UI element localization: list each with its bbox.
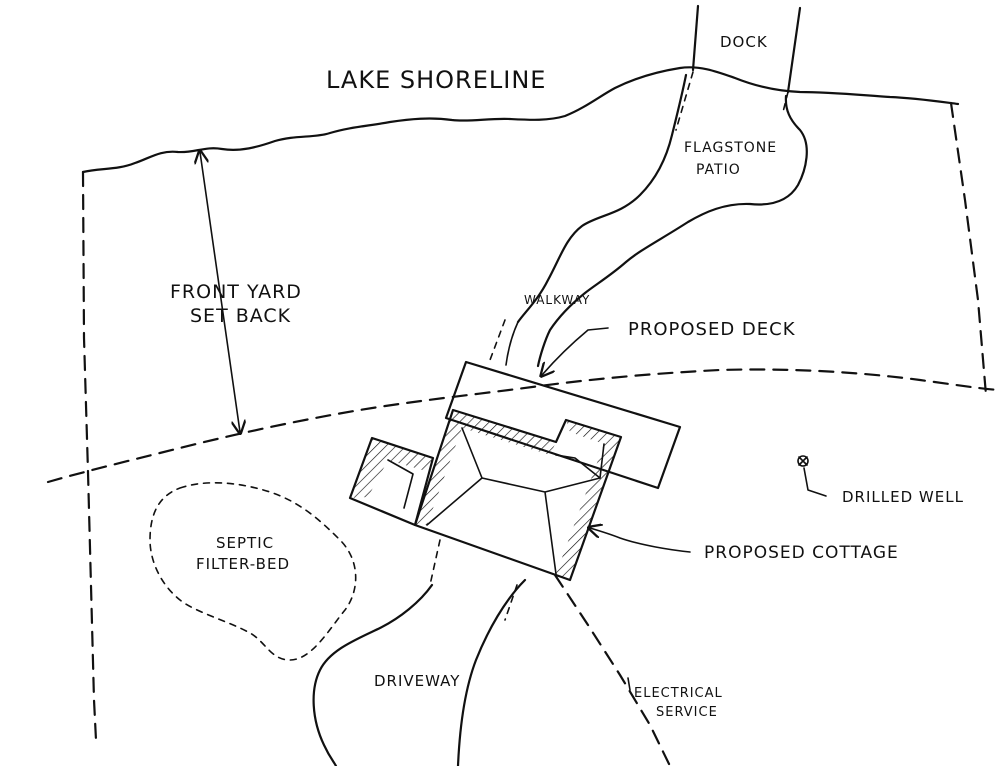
front-yard-label: FRONT YARD (170, 281, 302, 303)
drilled-well-label: DRILLED WELL (842, 488, 964, 506)
drilled-well (797, 455, 809, 467)
driveway-centre-dash (504, 584, 518, 621)
cottage-roof-lines (387, 427, 605, 575)
driveway-label: DRIVEWAY (374, 672, 460, 690)
proposed-deck (444, 360, 682, 490)
septic-label: SEPTIC (216, 534, 274, 552)
dock-edge (786, 6, 802, 94)
set-back-label: SET BACK (190, 305, 291, 327)
electrical-label: ELECTRICAL (634, 686, 723, 701)
driveway-edge (456, 578, 527, 766)
patio-label: PATIO (696, 162, 741, 178)
septic-filter-bed (149, 481, 357, 661)
cottage-eave-hatch-left (415, 410, 462, 525)
cottage-eave-hatch-right (556, 420, 621, 580)
dock (691, 4, 700, 72)
dock-label: DOCK (720, 33, 768, 51)
filter-bed-label: FILTER-BED (196, 555, 290, 573)
setback-line (46, 368, 1000, 484)
property-line-left (81, 170, 98, 742)
proposed-deck-leader (542, 327, 609, 375)
proposed-cottage-leader (590, 528, 691, 553)
driveway (312, 583, 434, 766)
flagstone-patio (516, 73, 688, 324)
service-label: SERVICE (656, 705, 718, 720)
setback-arrow (200, 152, 240, 432)
electrical-leader (627, 677, 631, 691)
walkway-dashed-upper (675, 71, 694, 131)
wing-hatch (350, 438, 433, 498)
patio-right-edge (536, 94, 808, 368)
proposed-cottage-label: PROPOSED COTTAGE (704, 543, 899, 563)
driveway-left-dash (429, 539, 441, 586)
proposed-deck-label: PROPOSED DECK (628, 319, 796, 340)
walkway-label: WALKWAY (524, 293, 590, 307)
electrical-service-line (553, 573, 672, 766)
cottage-eave-hatch (453, 410, 556, 455)
drilled-well-cross (798, 456, 808, 466)
drilled-well-leader (803, 467, 827, 497)
flagstone-label: FLAGSTONE (684, 140, 777, 156)
walkway-dashed-right (782, 91, 789, 113)
lake-shoreline-label: LAKE SHORELINE (326, 66, 546, 94)
walkway-dashed-lower (489, 319, 506, 361)
walkway-left-lower (505, 321, 519, 366)
property-line-right (949, 101, 988, 397)
